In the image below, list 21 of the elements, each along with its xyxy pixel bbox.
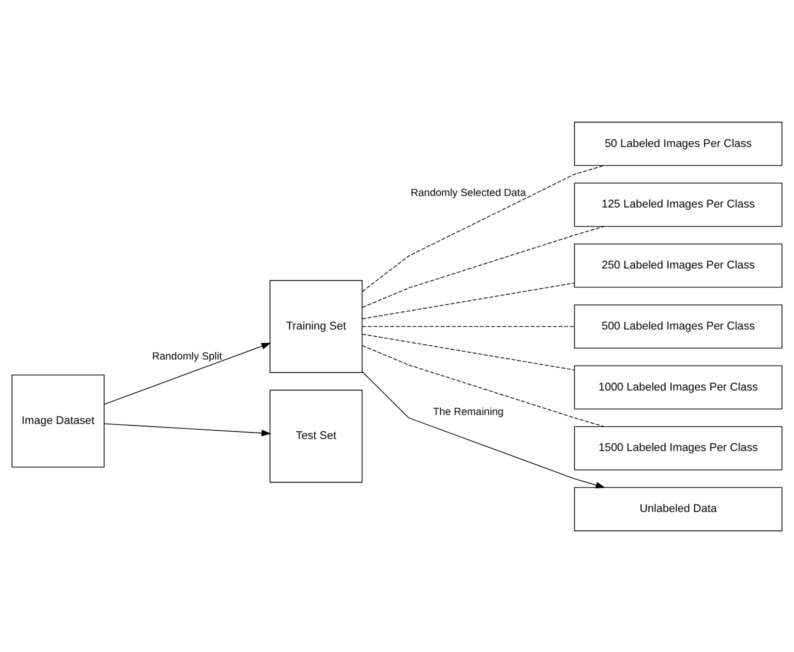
arrow bbox=[104, 422, 272, 436]
node-box: Unlabeled Data bbox=[574, 486, 782, 531]
edge-label: The Remaining bbox=[433, 406, 504, 418]
node-box: 1500 Labeled Images Per Class bbox=[574, 426, 782, 470]
node-box: Test Set bbox=[270, 389, 363, 482]
node-box: 1000 Labeled Images Per Class bbox=[574, 364, 782, 409]
connector bbox=[362, 282, 575, 319]
node-box: 125 Labeled Images Per Class bbox=[574, 182, 782, 226]
node-box: 50 Labeled Images Per Class bbox=[574, 121, 782, 166]
edge-label: Randomly Selected Data bbox=[410, 188, 526, 199]
node-box: 250 Labeled Images Per Class bbox=[574, 243, 782, 288]
edge-label: Randomly Split bbox=[152, 351, 222, 362]
arrow bbox=[104, 342, 272, 404]
arrow bbox=[362, 370, 606, 488]
node-box: Image Dataset bbox=[12, 374, 105, 467]
node-box: 500 Labeled Images Per Class bbox=[574, 304, 782, 348]
connector bbox=[362, 164, 605, 292]
connector bbox=[362, 344, 605, 427]
connector bbox=[362, 333, 575, 370]
node-box: Training Set bbox=[270, 280, 363, 372]
connector bbox=[362, 225, 605, 308]
